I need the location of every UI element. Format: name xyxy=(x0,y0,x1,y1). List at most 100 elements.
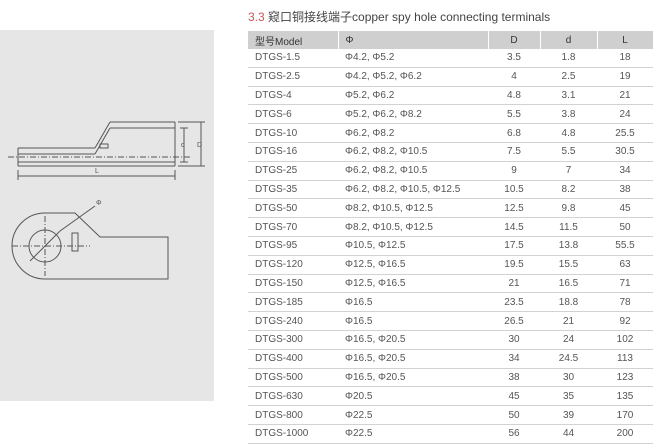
cell-inner-diameter: 7 xyxy=(540,161,597,181)
cell-length: 24 xyxy=(597,104,653,125)
cell-inner-diameter: 24.5 xyxy=(540,349,597,369)
label-D: D xyxy=(197,142,202,149)
cell-inner-diameter: 1.8 xyxy=(540,49,597,68)
cell-outer-diameter: 5.5 xyxy=(488,104,540,125)
cell-outer-diameter: 6.8 xyxy=(488,123,540,143)
cell-outer-diameter: 45 xyxy=(488,386,540,407)
cell-length: 19 xyxy=(597,67,653,87)
cell-model: DTGS-500 xyxy=(248,368,338,388)
cell-length: 63 xyxy=(597,255,653,275)
cell-model: DTGS-1000 xyxy=(248,424,338,444)
cell-hole-diameters: Φ4.2, Φ5.2, Φ6.2 xyxy=(338,67,488,87)
cell-hole-diameters: Φ5.2, Φ6.2 xyxy=(338,86,488,106)
cell-outer-diameter: 21 xyxy=(488,274,540,294)
cell-hole-diameters: Φ6.2, Φ8.2 xyxy=(338,123,488,143)
cell-hole-diameters: Φ22.5 xyxy=(338,405,488,425)
section-number: 3.3 xyxy=(248,10,265,24)
cell-model: DTGS-25 xyxy=(248,161,338,181)
cell-inner-diameter: 18.8 xyxy=(540,292,597,313)
cell-hole-diameters: Φ6.2, Φ8.2, Φ10.5, Φ12.5 xyxy=(338,180,488,200)
cell-outer-diameter: 17.5 xyxy=(488,236,540,256)
cell-model: DTGS-300 xyxy=(248,330,338,350)
cell-hole-diameters: Φ16.5 xyxy=(338,311,488,331)
cell-hole-diameters: Φ16.5 xyxy=(338,292,488,313)
terminal-drawing: d D L Φ xyxy=(8,121,205,280)
cell-model: DTGS-185 xyxy=(248,292,338,313)
cell-model: DTGS-120 xyxy=(248,255,338,275)
cell-model: DTGS-10 xyxy=(248,123,338,143)
cell-outer-diameter: 4 xyxy=(488,67,540,87)
cell-length: 200 xyxy=(597,424,653,444)
cell-inner-diameter: 35 xyxy=(540,386,597,407)
cell-length: 25.5 xyxy=(597,123,653,143)
cell-length: 30.5 xyxy=(597,142,653,162)
cell-model: DTGS-240 xyxy=(248,311,338,331)
cell-length: 34 xyxy=(597,161,653,181)
cell-hole-diameters: Φ4.2, Φ5.2 xyxy=(338,49,488,68)
cell-hole-diameters: Φ6.2, Φ8.2, Φ10.5 xyxy=(338,161,488,181)
cell-length: 55.5 xyxy=(597,236,653,256)
cell-length: 21 xyxy=(597,86,653,106)
table-header-row: 型号Model Φ D d L xyxy=(248,31,654,49)
cell-hole-diameters: Φ12.5, Φ16.5 xyxy=(338,255,488,275)
cell-hole-diameters: Φ6.2, Φ8.2, Φ10.5 xyxy=(338,142,488,162)
cell-model: DTGS-150 xyxy=(248,274,338,294)
label-L: L xyxy=(95,168,99,175)
cell-length: 78 xyxy=(597,292,653,313)
cell-inner-diameter: 24 xyxy=(540,330,597,350)
cell-hole-diameters: Φ16.5, Φ20.5 xyxy=(338,330,488,350)
cell-length: 135 xyxy=(597,386,653,407)
cell-outer-diameter: 12.5 xyxy=(488,198,540,219)
cell-model: DTGS-95 xyxy=(248,236,338,256)
cell-model: DTGS-70 xyxy=(248,217,338,237)
cell-outer-diameter: 19.5 xyxy=(488,255,540,275)
cell-inner-diameter: 8.2 xyxy=(540,180,597,200)
cell-model: DTGS-35 xyxy=(248,180,338,200)
cell-outer-diameter: 34 xyxy=(488,349,540,369)
section-heading: 3.3 窥口铜接线端子copper spy hole connecting te… xyxy=(248,8,550,25)
cell-model: DTGS-4 xyxy=(248,86,338,106)
header-model: 型号Model xyxy=(248,31,339,49)
cell-outer-diameter: 9 xyxy=(488,161,540,181)
cell-hole-diameters: Φ22.5 xyxy=(338,424,488,444)
cell-model: DTGS-2.5 xyxy=(248,67,338,87)
cell-length: 50 xyxy=(597,217,653,237)
top-view xyxy=(11,205,169,280)
cell-length: 92 xyxy=(597,311,653,331)
header-D: D xyxy=(488,31,541,49)
cell-inner-diameter: 13.8 xyxy=(540,236,597,256)
cell-outer-diameter: 3.5 xyxy=(488,49,540,68)
cell-outer-diameter: 26.5 xyxy=(488,311,540,331)
cell-inner-diameter: 9.8 xyxy=(540,198,597,219)
cell-hole-diameters: Φ12.5, Φ16.5 xyxy=(338,274,488,294)
header-phi: Φ xyxy=(338,31,489,49)
header-d: d xyxy=(540,31,598,49)
cell-length: 18 xyxy=(597,49,653,68)
cell-model: DTGS-50 xyxy=(248,198,338,219)
cell-model: DTGS-800 xyxy=(248,405,338,425)
cell-hole-diameters: Φ16.5, Φ20.5 xyxy=(338,368,488,388)
cell-inner-diameter: 3.1 xyxy=(540,86,597,106)
cell-inner-diameter: 15.5 xyxy=(540,255,597,275)
cell-outer-diameter: 7.5 xyxy=(488,142,540,162)
cell-inner-diameter: 21 xyxy=(540,311,597,331)
section-title: 窥口铜接线端子copper spy hole connecting termin… xyxy=(268,10,551,24)
cell-outer-diameter: 10.5 xyxy=(488,180,540,200)
cell-inner-diameter: 5.5 xyxy=(540,142,597,162)
cell-model: DTGS-1.5 xyxy=(248,49,338,68)
cell-length: 113 xyxy=(597,349,653,369)
cell-model: DTGS-16 xyxy=(248,142,338,162)
